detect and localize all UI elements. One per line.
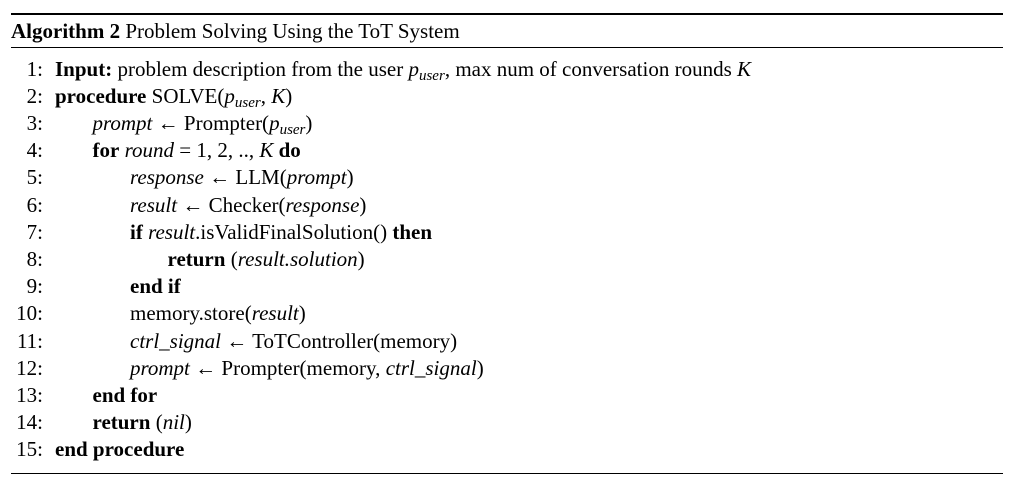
keyword: do [278,138,301,163]
math-variable: K [737,56,752,81]
code-text: = 1, 2, .., [173,138,260,163]
line-code: Input: problem description from the user… [55,56,751,89]
line-number: 4: [26,138,43,163]
algorithm-label: Algorithm 2 [11,18,121,43]
math-subscript: user [418,67,445,84]
code-text: .isValidFinalSolution() [195,219,393,244]
code-text: , max num of conversation rounds [444,56,738,81]
math-variable: ctrl_signal [385,355,477,380]
line-code: prompt ← Prompter(memory, ctrl_signal) [130,355,484,381]
code-text: ) [346,165,354,190]
math-variable: result.solution [237,246,358,271]
math-variable: nil [162,410,185,435]
keyword: end for [92,382,158,407]
code-text: ← LLM( [203,165,287,190]
math-variable: round [124,138,174,163]
line-code: result ← Checker(response) [130,192,366,218]
code-text: memory.store( [130,301,252,326]
math-variable: result [130,192,178,217]
code-text: ← Prompter(memory, [189,355,386,380]
keyword: Input: [55,56,113,81]
math-variable: response [285,192,360,217]
keyword: for [92,138,120,163]
code-text: ) [184,410,192,435]
line-code: return (result.solution) [168,246,365,272]
line-code: return (nil) [93,409,192,435]
code-text: ) [359,192,367,217]
code-text: ← Prompter( [152,110,270,135]
math-variable: prompt [130,355,190,380]
top-rule [11,13,1003,15]
algorithm-title: Problem Solving Using the ToT System [120,18,460,43]
line-number: 14: [16,410,43,435]
line-number: 2: [26,83,43,108]
code-text: , [260,83,272,108]
line-code: ctrl_signal ← ToTController(memory) [130,328,457,354]
code-text: problem description from the user [112,56,409,81]
math-variable: p [224,83,235,108]
code-text: ( [150,410,163,435]
line-number: 11: [16,328,43,353]
keyword: return [92,410,151,435]
line-number: 12: [16,355,43,380]
keyword: end if [130,274,181,299]
line-code: end if [130,273,181,299]
algorithm-caption: Algorithm 2 Problem Solving Using the To… [11,15,1003,47]
math-variable: p [408,56,419,81]
bottom-rule [11,473,1003,475]
line-number: 13: [16,382,43,407]
math-variable: prompt [286,165,347,190]
keyword: procedure [55,83,147,108]
line-number: 7: [26,219,43,244]
algorithm-block: Algorithm 2 Problem Solving Using the To… [11,13,1003,475]
line-number: 1: [26,56,43,81]
code-text: ) [357,246,365,271]
math-variable: prompt [92,110,153,135]
keyword: if [130,219,143,244]
code-text: ← Checker( [177,192,286,217]
line-code: procedure SOLVE(puser, K) [55,83,292,116]
math-variable: K [259,138,274,163]
math-variable: result [251,301,299,326]
line-number: 6: [26,192,43,217]
line-code: end for [93,382,158,408]
line-code: end procedure [55,436,184,462]
line-number: 10: [16,301,43,326]
code-text: ( [225,246,238,271]
line-number: 15: [16,437,43,462]
line-code: response ← LLM(prompt) [130,164,354,190]
code-text: ) [298,301,306,326]
line-number: 9: [26,274,43,299]
code-text: SOLVE( [146,83,225,108]
keyword: return [167,246,226,271]
line-code: if result.isValidFinalSolution() then [130,219,432,245]
caption-rule [11,46,1003,48]
line-number: 5: [26,165,43,190]
code-text: ) [476,355,484,380]
code-text: ) [285,83,293,108]
code-text: ← ToTController(memory) [221,328,458,353]
keyword: end procedure [55,437,185,462]
math-variable: p [269,110,280,135]
line-number: 3: [26,110,43,135]
code-text: ) [305,110,313,135]
math-subscript: user [279,121,306,138]
line-code: memory.store(result) [130,300,306,326]
math-variable: K [271,83,286,108]
math-subscript: user [234,94,261,111]
line-number: 8: [26,246,43,271]
line-code: for round = 1, 2, .., K do [93,137,301,163]
line-code: prompt ← Prompter(puser) [93,110,313,143]
math-variable: response [130,165,204,190]
math-variable: ctrl_signal [130,328,222,353]
math-variable: result [148,219,196,244]
keyword: then [392,219,433,244]
